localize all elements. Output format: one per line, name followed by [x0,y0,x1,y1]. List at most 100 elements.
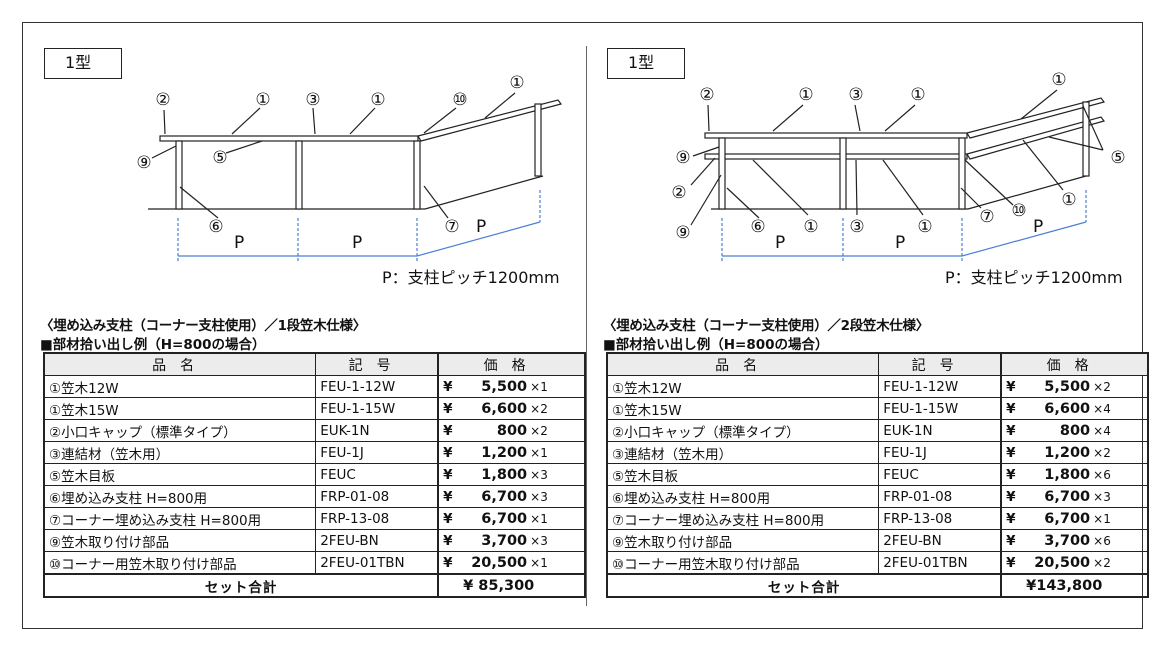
part-price: ¥800×4 [1000,419,1149,442]
part-name: ⑨笠木取り付け部品 [43,529,317,552]
part-price: ¥5,500×2 [1000,375,1149,398]
spec-subtitle: ■部材拾い出し例（H=800の場合） [40,337,266,353]
table-row: ①笠木15W FEU-1-15W ¥6,600×2 [43,397,586,420]
part-code: FEU-1-12W [315,375,439,398]
total-label: セット合計 [606,573,1002,598]
part-code: FEUC [315,463,439,486]
part-price: ¥6,700×3 [1000,485,1149,508]
part-name: ①笠木12W [606,375,880,398]
header-code: 記号 [878,352,1002,376]
quantity: ×1 [530,511,548,526]
part-code: FEU-1J [315,441,439,464]
table-row: ⑥埋め込み支柱 H=800用 FRP-01-08 ¥6,700×3 [43,485,586,508]
callout-7: ⑦ [444,217,459,237]
part-code: FEU-1J [878,441,1002,464]
amount: 5,500 [1044,378,1091,395]
parts-table: 品名 記号 価格 ①笠木12W FEU-1-12W ¥5,500×2 ①笠木15… [606,352,1149,598]
pitch-label: P [895,233,905,253]
callout-9: ⑨ [675,223,690,243]
amount: 5,500 [481,378,528,395]
yen-sign: ¥ [1006,378,1016,395]
table-row: ⑤笠木目板 FEUC ¥1,800×6 [606,463,1149,486]
pitch-label: P [352,233,362,253]
parts-table: 品名 記号 価格 ①笠木12W FEU-1-12W ¥5,500×1 ①笠木15… [43,352,586,598]
part-name: ⑦コーナー埋め込み支柱 H=800用 [43,507,317,530]
callout-1: ① [1061,190,1076,210]
pitch-note: P：支柱ピッチ1200mm [945,268,1123,287]
amount: 6,600 [1044,400,1091,417]
quantity: ×3 [1093,489,1111,504]
table-header-row: 品名 記号 価格 [43,352,586,376]
callout-5: ⑤ [212,148,227,168]
part-price: ¥3,700×3 [437,529,586,552]
table-row: ②小口キャップ（標準タイプ） EUK-1N ¥800×2 [43,419,586,442]
part-price: ¥6,700×1 [1000,507,1149,530]
quantity: ×2 [1093,555,1111,570]
yen-sign: ¥ [443,488,453,505]
part-code: 2FEU-BN [878,529,1002,552]
part-code: FRP-13-08 [878,507,1002,530]
callout-9: ⑨ [675,148,690,168]
part-price: ¥20,500×1 [437,551,586,575]
type-label-box: 1型 [607,48,685,79]
callout-7: ⑦ [979,207,994,227]
pitch-label: P [234,233,244,253]
panel-single-rail: 1型 [40,48,586,598]
table-row: ③連結材（笠木用） FEU-1J ¥1,200×1 [43,441,586,464]
part-name: ⑥埋め込み支柱 H=800用 [43,485,317,508]
quantity: ×1 [530,379,548,394]
callout-1: ① [509,73,524,93]
part-name: ③連結材（笠木用） [606,441,880,464]
table-row: ⑩コーナー用笠木取り付け部品 2FEU-01TBN ¥20,500×1 [43,551,586,575]
quantity: ×6 [1093,533,1111,548]
part-code: EUK-1N [878,419,1002,442]
callout-5: ⑤ [1110,148,1125,168]
panel-divider [586,46,587,606]
amount: 1,200 [481,444,528,461]
amount: 6,700 [1044,510,1091,527]
fence-diagram-double: ② ① ③ ① ① ⑨ ⑤ ② ⑨ ⑥ ① ③ ① ⑦ ⑩ ① P P P [671,70,1126,262]
part-price: ¥1,200×1 [437,441,586,464]
quantity: ×2 [530,401,548,416]
yen-sign: ¥ [443,554,453,571]
yen-sign: ¥ [443,444,453,461]
part-price: ¥800×2 [437,419,586,442]
callout-10: ⑩ [1011,201,1026,221]
part-price: ¥1,200×2 [1000,441,1149,464]
callout-3: ③ [305,90,320,110]
table-row: ⑦コーナー埋め込み支柱 H=800用 FRP-13-08 ¥6,700×1 [606,507,1149,530]
table-row: ①笠木15W FEU-1-15W ¥6,600×4 [606,397,1149,420]
quantity: ×2 [1093,445,1111,460]
table-row: ③連結材（笠木用） FEU-1J ¥1,200×2 [606,441,1149,464]
amount: 3,700 [481,532,528,549]
callout-1: ① [255,90,270,110]
yen-sign: ¥ [443,532,453,549]
quantity: ×2 [530,423,548,438]
pitch-label: P [775,233,785,253]
spec-title: 〈埋め込み支柱（コーナー支柱使用）／2段笠木仕様〉 [603,318,929,334]
quantity: ×3 [530,467,548,482]
total-row: セット合計 ¥143,800 [606,573,1149,598]
amount: 20,500 [471,554,528,571]
pitch-label: P [476,217,486,237]
callout-3: ③ [848,85,863,105]
spec-title: 〈埋め込み支柱（コーナー支柱使用）／1段笠木仕様〉 [40,318,366,334]
callout-1: ① [917,217,932,237]
part-code: FRP-01-08 [878,485,1002,508]
quantity: ×3 [530,489,548,504]
amount: 800 [1059,422,1091,439]
callout-10: ⑩ [452,90,467,110]
part-name: ⑤笠木目板 [606,463,880,486]
pitch-note: P：支柱ピッチ1200mm [382,268,560,287]
table-row: ①笠木12W FEU-1-12W ¥5,500×1 [43,375,586,398]
table-row: ⑤笠木目板 FEUC ¥1,800×3 [43,463,586,486]
callout-1: ① [370,90,385,110]
yen-sign: ¥ [443,466,453,483]
amount: 3,700 [1044,532,1091,549]
part-name: ②小口キャップ（標準タイプ） [606,419,880,442]
quantity: ×1 [530,445,548,460]
amount: 6,600 [481,400,528,417]
header-code: 記号 [315,352,439,376]
table-row: ⑦コーナー埋め込み支柱 H=800用 FRP-13-08 ¥6,700×1 [43,507,586,530]
panel-double-rail: 1型 [563,0,1149,654]
